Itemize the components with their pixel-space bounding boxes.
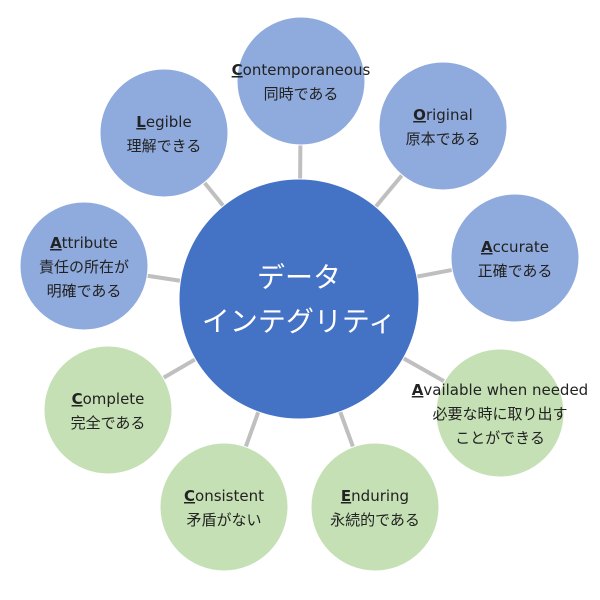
connector-enduring — [336, 407, 357, 452]
node-english-label-contemporaneous: Contemporaneous — [232, 61, 371, 79]
node-english-label-enduring: Enduring — [341, 487, 409, 505]
node-circle-legible — [99, 68, 229, 198]
node-initial-complete: C — [72, 390, 83, 408]
center-title-line2: インテグリティ — [202, 305, 396, 338]
node-complete: Complete 完全である — [43, 345, 173, 475]
node-initial-legible: L — [136, 113, 146, 131]
center-circle — [178, 178, 420, 420]
node-circle-complete — [43, 345, 173, 475]
connector-legible — [200, 178, 228, 211]
node-english-label-complete: Complete — [72, 390, 145, 408]
node-japanese-label-attribute-1: 責任の所在が — [39, 258, 129, 276]
node-english-rest-enduring: nduring — [351, 487, 409, 505]
node-english-label-available: Available when needed — [412, 381, 588, 399]
node-english-rest-contemporaneous: ontemporaneous — [243, 61, 371, 79]
node-english-rest-original: riginal — [426, 106, 473, 124]
node-contemporaneous: Contemporaneous 同時である — [232, 16, 371, 146]
node-initial-consistent: C — [184, 487, 195, 505]
node-english-rest-complete: omplete — [83, 390, 145, 408]
connector-accurate — [412, 267, 457, 280]
node-initial-attribute: A — [50, 234, 62, 252]
connector-lines — [142, 140, 457, 452]
node-japanese-label-accurate-1: 正確である — [478, 262, 553, 280]
node-japanese-label-complete-1: 完全である — [71, 414, 146, 432]
connector-original — [371, 170, 407, 212]
node-english-label-accurate: Accurate — [481, 238, 549, 256]
node-initial-original: O — [413, 106, 426, 124]
node-consistent: Consistent 矛盾がない — [159, 442, 289, 572]
node-english-label-attribute: Attribute — [50, 234, 118, 252]
connector-complete — [158, 355, 200, 382]
node-english-rest-legible: egible — [146, 113, 192, 131]
node-original: Original 原本である — [378, 61, 508, 191]
node-legible: Legible 理解できる — [99, 68, 229, 198]
node-circle-available — [435, 348, 565, 478]
node-japanese-label-attribute-2: 明確である — [47, 282, 122, 300]
center-node: データ インテグリティ — [178, 178, 420, 420]
node-circle-enduring — [310, 442, 440, 572]
node-initial-contemporaneous: C — [232, 61, 243, 79]
node-english-rest-available: vailable when needed — [423, 381, 588, 399]
node-english-label-original: Original — [413, 106, 473, 124]
node-japanese-label-original-1: 原本である — [406, 130, 481, 148]
node-accurate: Accurate 正確である — [450, 193, 580, 323]
node-japanese-label-contemporaneous-1: 同時である — [264, 85, 339, 103]
node-english-rest-accurate: ccurate — [493, 238, 549, 256]
node-japanese-label-legible-1: 理解できる — [127, 137, 202, 155]
node-initial-enduring: E — [341, 487, 351, 505]
node-initial-available: A — [412, 381, 424, 399]
node-enduring: Enduring 永続的である — [310, 442, 440, 572]
node-initial-accurate: A — [481, 238, 493, 256]
connector-attribute — [142, 273, 185, 284]
node-japanese-label-enduring-1: 永続的である — [330, 511, 420, 529]
principle-nodes: Contemporaneous 同時である Original 原本である Accurat… — [19, 16, 588, 572]
node-circle-accurate — [450, 193, 580, 323]
connector-available — [398, 354, 449, 386]
node-circle-contemporaneous — [236, 16, 366, 146]
node-japanese-label-consistent-1: 矛盾がない — [186, 511, 261, 529]
node-japanese-label-available-2: ことができる — [455, 429, 545, 447]
node-japanese-label-available-1: 必要な時に取り出す — [432, 405, 567, 423]
connector-consistent — [242, 407, 262, 452]
node-english-rest-attribute: ttribute — [62, 234, 118, 252]
node-english-label-consistent: Consistent — [184, 487, 264, 505]
node-english-rest-consistent: onsistent — [195, 487, 264, 505]
node-circle-original — [378, 61, 508, 191]
node-english-label-legible: Legible — [136, 113, 191, 131]
node-circle-attribute — [19, 201, 149, 331]
node-circle-consistent — [159, 442, 289, 572]
center-title-line1: データ — [257, 261, 341, 294]
